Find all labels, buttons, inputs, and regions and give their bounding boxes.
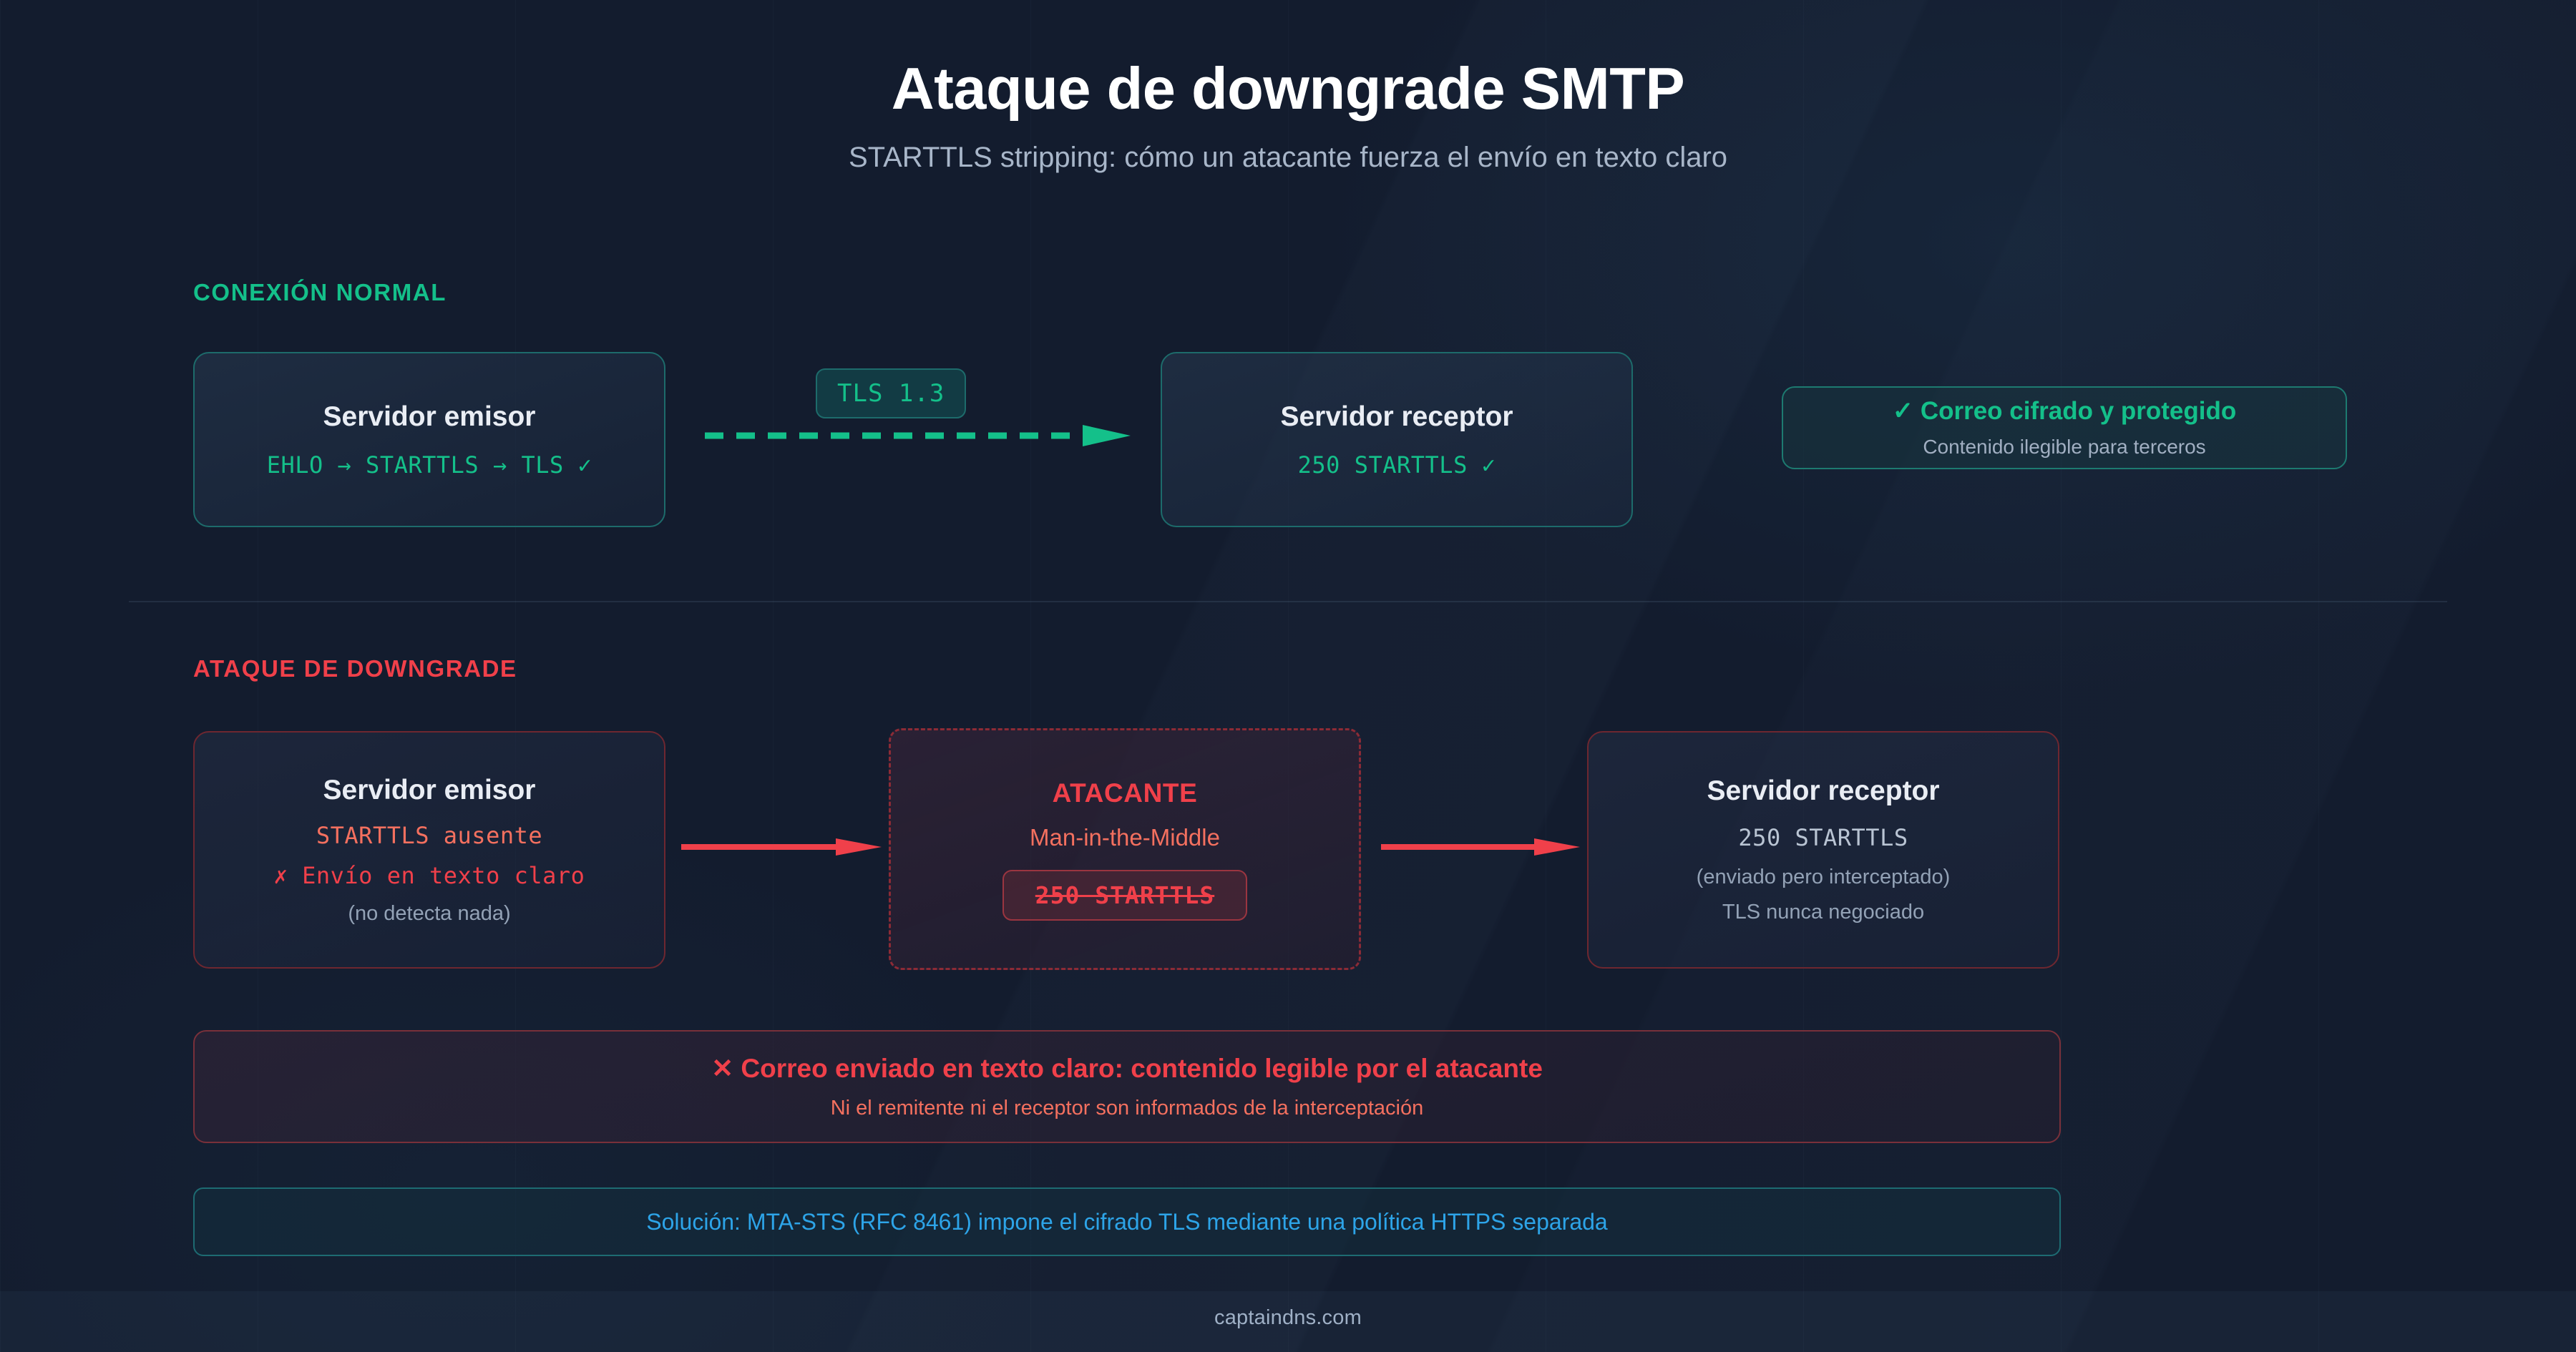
node-note-intercepted: (enviado pero interceptado) bbox=[1696, 866, 1951, 888]
node-protocol-line: 250 STARTTLS bbox=[1738, 824, 1908, 851]
arrow-attacker-to-receiver bbox=[1381, 838, 1580, 856]
result-box-success: ✓ Correo cifrado y protegido Contenido i… bbox=[1782, 386, 2347, 469]
arrow-sender-to-attacker bbox=[681, 838, 882, 856]
banner-solution: Solución: MTA-STS (RFC 8461) impone el c… bbox=[193, 1187, 2061, 1256]
node-title: Servidor receptor bbox=[1280, 401, 1513, 432]
stripped-command-pill: 250 STARTTLS bbox=[1002, 869, 1248, 921]
footer-site: captaindns.com bbox=[1214, 1306, 1362, 1329]
banner-danger: ✕ Correo enviado en texto claro: conteni… bbox=[193, 1030, 2061, 1143]
danger-title-text: Correo enviado en texto claro: contenido… bbox=[741, 1054, 1543, 1083]
attacker-title: ATACANTE bbox=[1052, 778, 1198, 808]
arrow-normal-encrypted bbox=[705, 425, 1131, 446]
node-line-cleartext: ✗ Envío en texto claro bbox=[273, 861, 585, 889]
node-title: Servidor emisor bbox=[323, 401, 536, 432]
success-title-text: Correo cifrado y protegido bbox=[1920, 397, 2237, 425]
danger-title: ✕ Correo enviado en texto claro: conteni… bbox=[711, 1053, 1543, 1084]
node-attacker: ATACANTE Man-in-the-Middle 250 STARTTLS bbox=[889, 728, 1361, 970]
node-line-starttls-missing: STARTTLS ausente bbox=[316, 821, 543, 849]
danger-subtitle: Ni el remitente ni el receptor son infor… bbox=[830, 1097, 1424, 1120]
page-subtitle: STARTTLS stripping: cómo un atacante fue… bbox=[848, 142, 1728, 173]
node-normal-sender: Servidor emisor EHLO → STARTTLS → TLS ✓ bbox=[193, 352, 665, 527]
solution-text: Solución: MTA-STS (RFC 8461) impone el c… bbox=[646, 1208, 1608, 1235]
node-note-no-tls: TLS nunca negociado bbox=[1722, 901, 1925, 924]
section-divider bbox=[129, 601, 2447, 602]
node-protocol-line: EHLO → STARTTLS → TLS ✓ bbox=[266, 451, 592, 479]
node-attack-sender: Servidor emisor STARTTLS ausente ✗ Envío… bbox=[193, 731, 665, 969]
success-subtitle: Contenido ilegible para terceros bbox=[1923, 436, 2206, 458]
success-title: ✓ Correo cifrado y protegido bbox=[1893, 397, 2237, 426]
node-protocol-line: 250 STARTTLS ✓ bbox=[1297, 451, 1496, 479]
node-title: Servidor receptor bbox=[1707, 775, 1940, 806]
check-icon: ✓ bbox=[1892, 397, 1914, 425]
node-note: (no detecta nada) bbox=[348, 901, 511, 925]
header: Ataque de downgrade SMTP STARTTLS stripp… bbox=[0, 54, 2576, 174]
attacker-role: Man-in-the-Middle bbox=[1030, 823, 1220, 851]
section-label-attack: ATAQUE DE DOWNGRADE bbox=[193, 655, 517, 682]
node-attack-receiver: Servidor receptor 250 STARTTLS (enviado … bbox=[1587, 731, 2059, 969]
page-title: Ataque de downgrade SMTP bbox=[891, 55, 1685, 122]
tls-version-badge: TLS 1.3 bbox=[816, 368, 967, 418]
cross-icon: ✕ bbox=[711, 1054, 734, 1083]
section-label-normal: CONEXIÓN NORMAL bbox=[193, 279, 447, 305]
node-normal-receiver: Servidor receptor 250 STARTTLS ✓ bbox=[1161, 352, 1633, 527]
node-title: Servidor emisor bbox=[323, 774, 536, 805]
